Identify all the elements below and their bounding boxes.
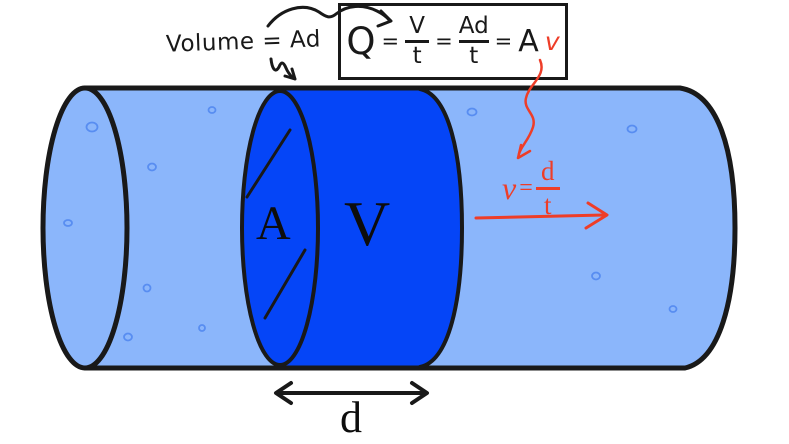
flow-eq-area-term: A <box>518 23 539 59</box>
equals-sign: = <box>494 29 513 53</box>
volume-note: Volume = Ad <box>165 26 322 58</box>
flow-direction-arrow <box>474 201 609 230</box>
fraction-bar <box>458 40 489 43</box>
fraction-ad-over-time: Ad t <box>458 13 489 69</box>
bubble-group <box>63 106 678 342</box>
fraction-numerator: d <box>541 156 555 186</box>
pipe-left-end-ellipse <box>40 85 130 371</box>
bubble <box>626 124 638 134</box>
fraction-distance-over-time: d t <box>535 156 560 220</box>
pipe-outline <box>82 85 738 371</box>
area-label: A <box>256 197 291 250</box>
fraction-bar <box>405 40 430 43</box>
bubble <box>591 271 601 281</box>
bubble <box>123 332 133 342</box>
bubble <box>466 107 478 117</box>
equals-sign: = <box>519 175 533 202</box>
disk-hatch-line-bottom <box>263 248 307 320</box>
fluid-slab-body <box>280 89 462 367</box>
bubble <box>198 324 206 332</box>
volume-label: V <box>344 188 391 259</box>
cross-section-disk <box>240 89 320 367</box>
distance-dimension-arrow <box>274 381 429 405</box>
fraction-denominator: t <box>469 42 479 69</box>
fraction-volume-over-time: V t <box>405 13 430 69</box>
distance-label: d <box>340 393 362 442</box>
disk-hatch-line-top <box>245 128 292 199</box>
fraction-numerator: V <box>409 13 425 40</box>
bubble <box>142 283 152 293</box>
fraction-numerator: Ad <box>458 13 489 40</box>
slab-right-edge <box>418 87 465 369</box>
equals-sign: = <box>381 29 400 53</box>
velocity-equation: v = d t <box>502 158 560 219</box>
equals-sign: = <box>435 29 453 53</box>
fraction-denominator: t <box>543 189 552 220</box>
flow-rate-equation-box: Q = V t = Ad t = A v <box>338 3 568 80</box>
fraction-bar <box>535 187 560 190</box>
flow-eq-lhs: Q <box>346 20 376 63</box>
bubble <box>63 219 73 227</box>
bubble <box>85 121 99 133</box>
bubble <box>207 106 217 114</box>
fraction-denominator: t <box>412 42 422 69</box>
velocity-symbol: v <box>502 170 517 207</box>
flow-eq-velocity-term: v <box>544 27 560 56</box>
bubble <box>668 305 678 313</box>
bubble <box>147 162 157 172</box>
